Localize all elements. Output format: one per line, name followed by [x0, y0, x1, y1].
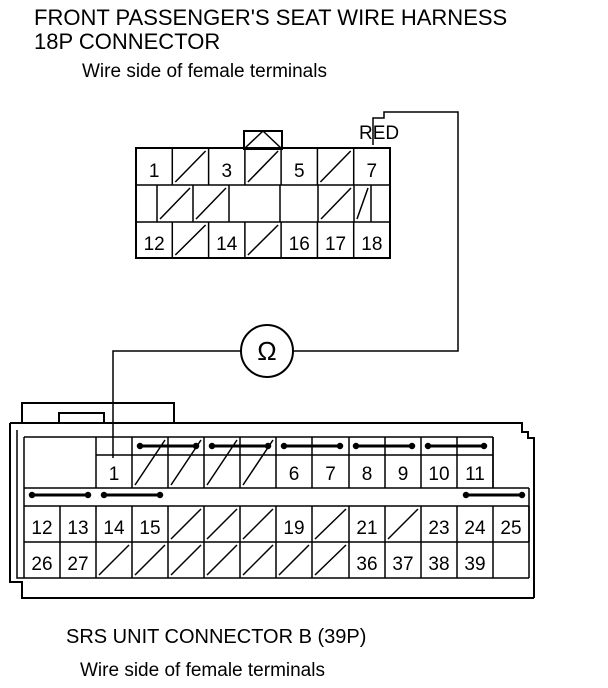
- top-cell-blank: [247, 150, 279, 183]
- top-cell-blank: [320, 187, 352, 220]
- bottom-cell-terminal-37: 37: [392, 554, 413, 575]
- bottom-cell-terminal-26: 26: [31, 554, 52, 575]
- bottom-connector-title: SRS UNIT CONNECTOR B (39P): [66, 626, 367, 648]
- top-cell-terminal-1: 1: [149, 161, 160, 182]
- top-cell-blank: [195, 187, 227, 220]
- bottom-cell-terminal-21: 21: [356, 518, 377, 539]
- bottom-cell-terminal-38: 38: [428, 554, 449, 575]
- top-cell-terminal-17: 17: [325, 234, 346, 255]
- bottom-connector-subtitle: Wire side of female terminals: [80, 660, 325, 681]
- bottom-cell-blank: [134, 544, 166, 576]
- top-cell-terminal-12: 12: [144, 234, 165, 255]
- wire-color-label: RED: [359, 123, 399, 144]
- top-cell-blank: [174, 224, 207, 256]
- bottom-cell-blank: [242, 544, 274, 576]
- bottom-cell-blank: [278, 544, 310, 576]
- bottom-cell-terminal-19: 19: [283, 518, 304, 539]
- top-cell-blank: [356, 187, 369, 220]
- bottom-cell-blank: [98, 544, 130, 576]
- bottom-cell-blank: [170, 544, 202, 576]
- bottom-cell-terminal-15: 15: [139, 518, 160, 539]
- bottom-cell-blank: [314, 508, 347, 540]
- top-cell-blank: [159, 187, 191, 220]
- bottom-cell-blank: [314, 544, 347, 576]
- bottom-cell-blank: [170, 508, 202, 540]
- top-connector-18p: [135, 130, 391, 259]
- top-cell-terminal-14: 14: [216, 234, 238, 255]
- top-cell-terminal-3: 3: [221, 161, 232, 182]
- bottom-cell-terminal-9: 9: [398, 464, 409, 485]
- top-connector-title-line2: 18P CONNECTOR: [34, 29, 221, 54]
- top-cell-blank: [247, 224, 279, 256]
- bottom-cell-terminal-8: 8: [362, 464, 373, 485]
- bottom-cell-terminal-14: 14: [103, 518, 125, 539]
- bottom-cell-terminal-36: 36: [356, 554, 377, 575]
- top-cell-terminal-5: 5: [294, 161, 305, 182]
- bottom-cell-terminal-10: 10: [428, 464, 449, 485]
- bottom-cell-terminal-12: 12: [31, 518, 52, 539]
- bottom-cell-terminal-25: 25: [500, 518, 521, 539]
- bottom-cell-blank: [242, 508, 274, 540]
- ohmmeter: [240, 324, 294, 378]
- bottom-cell-terminal-23: 23: [428, 518, 449, 539]
- bottom-cell-terminal-13: 13: [67, 518, 88, 539]
- top-connector-subtitle: Wire side of female terminals: [82, 61, 327, 82]
- bottom-cell-terminal-27: 27: [67, 554, 88, 575]
- bottom-cell-blank: [206, 544, 238, 576]
- bottom-connector-39p: [9, 402, 535, 599]
- bottom-cell-blank: [206, 508, 238, 540]
- bottom-cell-terminal-11: 11: [465, 464, 485, 485]
- top-cell-blank: [319, 150, 352, 183]
- bottom-cell-terminal-39: 39: [464, 554, 485, 575]
- bottom-cell-terminal-6: 6: [289, 464, 300, 485]
- top-cell-blank: [174, 150, 207, 183]
- top-cell-terminal-18: 18: [361, 234, 382, 255]
- meter-lead-wires: [112, 111, 459, 458]
- bottom-cell-terminal-24: 24: [464, 518, 486, 539]
- bottom-cell-terminal-7: 7: [325, 464, 336, 485]
- top-cell-terminal-16: 16: [289, 234, 310, 255]
- bottom-cell-blank: [387, 508, 419, 540]
- top-connector-title-line1: FRONT PASSENGER'S SEAT WIRE HARNESS: [34, 5, 508, 30]
- ohm-icon: Ω: [257, 336, 276, 366]
- top-cell-terminal-7: 7: [367, 161, 378, 182]
- bottom-cell-terminal-1: 1: [109, 464, 120, 485]
